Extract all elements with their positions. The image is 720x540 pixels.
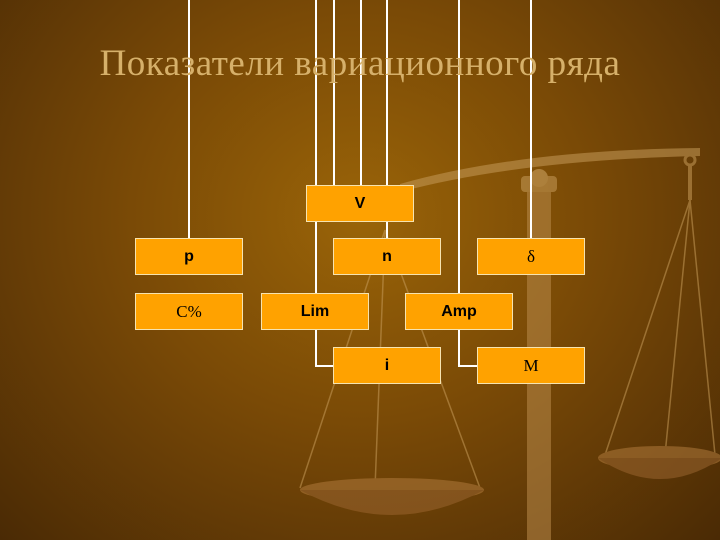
node-delta: δ (477, 238, 585, 275)
node-cv: C% (135, 293, 243, 330)
node-m: M (477, 347, 585, 384)
node-amp: Amp (405, 293, 513, 330)
slide-title: Показатели вариационного ряда (99, 43, 621, 84)
node-v: V (306, 185, 414, 222)
node-p: p (135, 238, 243, 275)
node-lim: Lim (261, 293, 369, 330)
node-i: i (333, 347, 441, 384)
node-n: n (333, 238, 441, 275)
